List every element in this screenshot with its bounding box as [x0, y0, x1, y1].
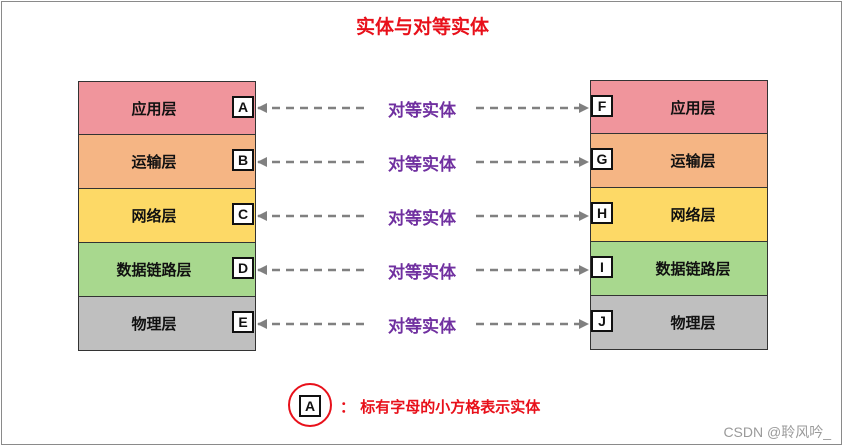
entity-box: H [591, 202, 613, 224]
left-layer-stack: 应用层 A 运输层 B 网络层 C 数据链路层 D 物理层 E [78, 81, 256, 351]
peer-entity-label: 对等实体 [388, 209, 456, 229]
left-layer-application: 应用层 A [78, 81, 256, 135]
layer-label: 物理层 [131, 315, 177, 333]
peer-entity-label: 对等实体 [388, 155, 456, 175]
layer-label: 数据链路层 [116, 261, 192, 279]
entity-box: F [591, 95, 613, 117]
entity-box: D [232, 257, 254, 279]
left-layer-datalink: 数据链路层 D [78, 243, 256, 297]
layer-label: 应用层 [131, 99, 177, 118]
layer-label: 应用层 [670, 98, 716, 117]
right-layer-network: H 网络层 [590, 188, 768, 242]
diagram-title: 实体与对等实体 [355, 16, 489, 38]
layer-label: 数据链路层 [655, 260, 731, 278]
peer-entity-label: 对等实体 [388, 317, 456, 337]
right-layer-stack: F 应用层 G 运输层 H 网络层 I 数据链路层 J 物理层 [590, 80, 768, 350]
entity-box: I [591, 256, 613, 278]
right-layer-physical: J 物理层 [590, 296, 768, 350]
watermark: CSDN @聆风吟_ [723, 424, 831, 440]
entity-box: A [232, 96, 254, 118]
right-layer-application: F 应用层 [590, 80, 768, 134]
legend-highlight-circle [288, 383, 332, 427]
peer-entity-label: 对等实体 [388, 263, 456, 283]
layer-label: 物理层 [670, 314, 716, 332]
entity-box: E [232, 311, 254, 333]
legend-text: ： 标有字母的小方格表示实体 [340, 398, 541, 416]
layer-label: 运输层 [131, 153, 177, 171]
right-layer-transport: G 运输层 [590, 134, 768, 188]
left-layer-transport: 运输层 B [78, 135, 256, 189]
layer-label: 网络层 [670, 206, 716, 224]
peer-entity-label: 对等实体 [388, 101, 456, 121]
legend-entity-box: A [299, 395, 321, 417]
entity-box: C [232, 203, 254, 225]
left-layer-physical: 物理层 E [78, 297, 256, 351]
right-layer-datalink: I 数据链路层 [590, 242, 768, 296]
entity-box: B [232, 149, 254, 171]
layer-label: 运输层 [670, 152, 716, 170]
entity-box: J [591, 310, 613, 332]
left-layer-network: 网络层 C [78, 189, 256, 243]
entity-box: G [591, 148, 613, 170]
layer-label: 网络层 [131, 207, 177, 225]
